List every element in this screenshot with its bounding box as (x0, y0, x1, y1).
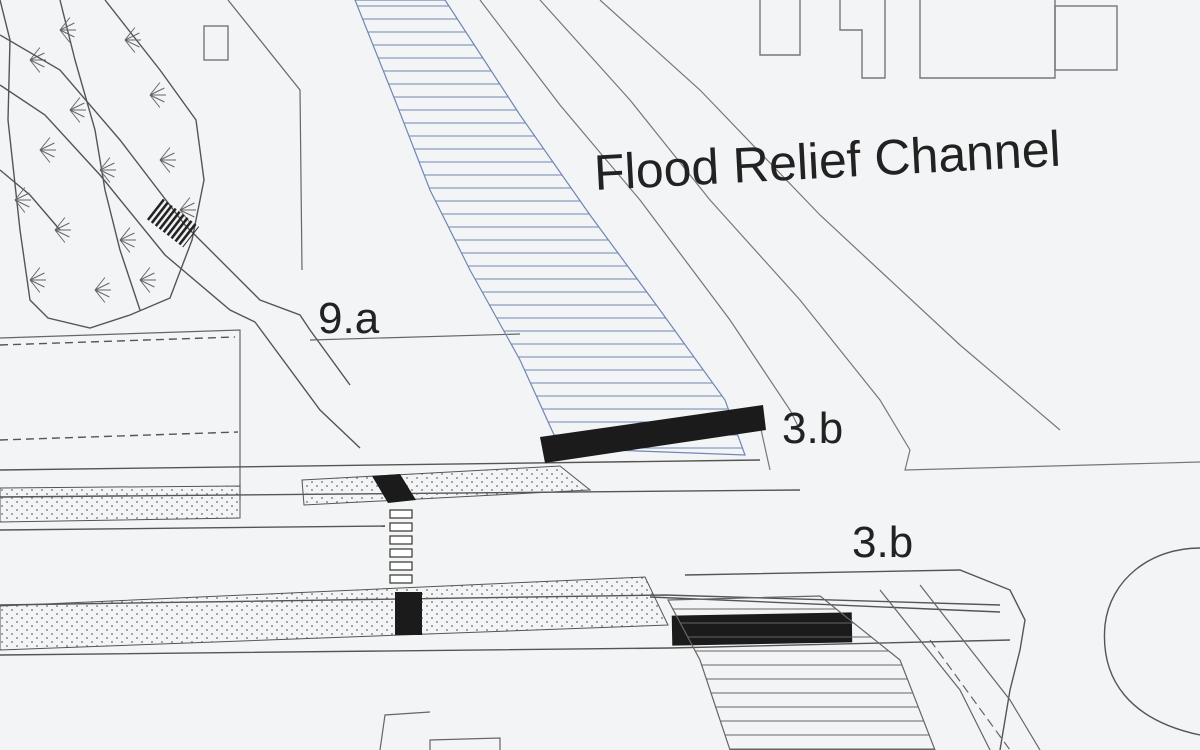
tree-stroke (59, 29, 71, 43)
crossing-block (389, 561, 413, 571)
tree-stroke (149, 87, 165, 96)
crossing-blocks (389, 509, 413, 584)
lower-banks (379, 584, 1041, 750)
tree-symbols (14, 17, 196, 303)
tree-stroke (94, 289, 106, 303)
field-boundaries (0, 0, 521, 500)
crossing-block (389, 509, 413, 519)
tree-stroke (99, 157, 111, 171)
tree-stroke (54, 217, 66, 231)
boundary-marker-3b-upper (540, 405, 766, 463)
crossing-marker-bottom (395, 592, 422, 635)
tree-stroke (119, 239, 131, 253)
channel-lower-section (667, 595, 936, 750)
tree-stroke (179, 197, 191, 211)
tree-stroke (59, 17, 71, 31)
crossing-block (389, 535, 413, 545)
tree-stroke (29, 272, 45, 281)
tree-stroke (119, 239, 135, 248)
tree-stroke (179, 209, 195, 218)
tree-stroke (14, 199, 30, 208)
tree-stroke (39, 149, 55, 158)
tree-stroke (124, 27, 136, 41)
tree-stroke (139, 279, 151, 293)
tree-stroke (69, 97, 81, 111)
tree-stroke (124, 39, 140, 48)
tree-stroke (94, 277, 106, 291)
dashed-boundary (0, 336, 239, 441)
tree-stroke (159, 147, 171, 161)
tree-stroke (69, 102, 85, 111)
tree-stroke (94, 289, 110, 298)
zebra-crossing-symbol (146, 198, 200, 248)
tree-stroke (119, 232, 135, 241)
tree-stroke (94, 282, 110, 291)
crossing-block (389, 574, 413, 584)
crossing-block (389, 548, 413, 558)
ref-label-3b-upper: 3.b (782, 404, 843, 453)
ref-label-9a: 9.a (318, 294, 380, 343)
tree-stroke (159, 159, 175, 168)
tree-stroke (159, 159, 171, 173)
tree-stroke (29, 267, 41, 281)
tree-stroke (14, 192, 30, 201)
crossing-block (389, 522, 413, 532)
tree-stroke (54, 222, 70, 231)
tree-stroke (39, 149, 51, 163)
tree-stroke (59, 22, 75, 31)
tree-stroke (39, 137, 51, 151)
tree-stroke (149, 82, 161, 96)
tree-stroke (159, 152, 175, 161)
tree-stroke (149, 94, 161, 108)
tree-stroke (54, 229, 70, 238)
tree-stroke (99, 169, 115, 178)
tree-stroke (124, 32, 140, 41)
tree-stroke (149, 94, 165, 103)
ref-label-3b-lower: 3.b (852, 518, 913, 567)
tree-stroke (29, 279, 45, 288)
footpath (0, 34, 361, 449)
tree-stroke (14, 199, 26, 213)
tree-stroke (99, 162, 115, 171)
tree-stroke (54, 229, 66, 243)
tree-stroke (59, 29, 75, 38)
crossing-marker-top (372, 474, 416, 503)
tree-stroke (69, 109, 81, 123)
flood-relief-channel (354, 0, 746, 456)
tree-stroke (39, 142, 55, 151)
buildings-top (203, 0, 1118, 79)
channel-banks (479, 0, 1200, 471)
tree-stroke (139, 272, 155, 281)
tree-stroke (29, 47, 41, 61)
tree-stroke (179, 202, 195, 211)
stippled-verge-lower (0, 576, 669, 651)
tree-stroke (29, 279, 41, 293)
tree-stroke (29, 59, 45, 68)
tree-stroke (139, 279, 155, 288)
tree-stroke (119, 227, 131, 241)
tree-stroke (99, 169, 111, 183)
tree-belt (0, 0, 205, 329)
stippled-verge-upper-right (301, 465, 592, 506)
tree-stroke (69, 109, 85, 118)
roundabout-edge (1103, 547, 1200, 736)
stippled-verge-upper-left (0, 485, 241, 523)
tree-stroke (139, 267, 151, 281)
tree-stroke (29, 59, 41, 73)
tree-stroke (124, 39, 136, 53)
tree-stroke (14, 187, 26, 201)
